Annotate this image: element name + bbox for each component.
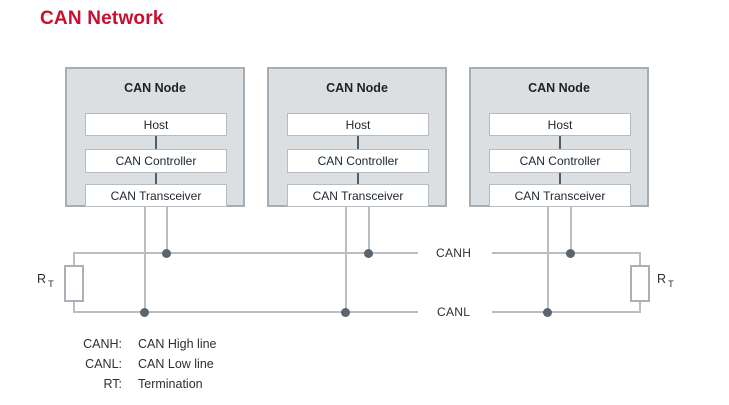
can-node-2-transceiver-box: CAN Transceiver bbox=[287, 184, 429, 207]
left-rt-subscript: T bbox=[48, 279, 54, 290]
can-node-3-host-controller-link bbox=[559, 136, 561, 149]
can-node-3-title: CAN Node bbox=[528, 81, 590, 95]
can-node-3-transceiver-box: CAN Transceiver bbox=[489, 184, 631, 207]
can-node-1: CAN Node Host CAN Controller CAN Transce… bbox=[65, 67, 245, 207]
node-1-canl-junction-dot bbox=[140, 308, 149, 317]
page-title: CAN Network bbox=[40, 8, 164, 29]
can-node-1-title: CAN Node bbox=[124, 81, 186, 95]
can-node-1-transceiver-box: CAN Transceiver bbox=[85, 184, 227, 207]
node-3-canl-drop-line bbox=[547, 206, 549, 313]
can-node-3-controller-box: CAN Controller bbox=[489, 149, 631, 173]
node-3-canh-junction-dot bbox=[566, 249, 575, 258]
can-node-3-controller-transceiver-link bbox=[559, 173, 561, 184]
node-1-canh-junction-dot bbox=[162, 249, 171, 258]
canh-bus-line-left bbox=[74, 252, 418, 254]
node-2-canl-junction-dot bbox=[341, 308, 350, 317]
can-node-1-host-controller-link bbox=[155, 136, 157, 149]
can-node-2-controller-box: CAN Controller bbox=[287, 149, 429, 173]
node-1-canl-drop-line bbox=[144, 206, 146, 313]
can-node-2-title: CAN Node bbox=[326, 81, 388, 95]
node-2-canh-junction-dot bbox=[364, 249, 373, 258]
node-2-canh-drop-line bbox=[368, 206, 370, 253]
can-node-1-controller-box: CAN Controller bbox=[85, 149, 227, 173]
legend-term-canl: CANL: bbox=[85, 357, 122, 371]
legend-definition-canh: CAN High line bbox=[138, 337, 217, 351]
node-2-canl-drop-line bbox=[345, 206, 347, 313]
legend-definition-canl: CAN Low line bbox=[138, 357, 214, 371]
canl-bus-line-right bbox=[492, 311, 641, 313]
legend-definition-rt: Termination bbox=[138, 377, 203, 391]
legend: CANH: CAN High line CANL: CAN Low line R… bbox=[58, 334, 217, 394]
canh-bus-label: CANH bbox=[436, 246, 472, 260]
can-node-2-controller-transceiver-link bbox=[357, 173, 359, 184]
node-3-canl-junction-dot bbox=[543, 308, 552, 317]
legend-term-canh: CANH: bbox=[83, 337, 122, 351]
right-termination-resistor bbox=[630, 265, 650, 302]
can-node-3-host-box: Host bbox=[489, 113, 631, 136]
node-1-canh-drop-line bbox=[166, 206, 168, 253]
canl-bus-line-left bbox=[74, 311, 418, 313]
node-3-canh-drop-line bbox=[570, 206, 572, 253]
left-rt-symbol: R bbox=[37, 272, 47, 286]
legend-term-rt: RT: bbox=[103, 377, 122, 391]
can-node-3: CAN Node Host CAN Controller CAN Transce… bbox=[469, 67, 649, 207]
can-node-1-host-box: Host bbox=[85, 113, 227, 136]
canl-bus-label: CANL bbox=[437, 305, 471, 319]
right-rt-subscript: T bbox=[668, 279, 674, 290]
can-node-2-host-controller-link bbox=[357, 136, 359, 149]
right-rt-symbol: R bbox=[657, 272, 667, 286]
can-node-2-host-box: Host bbox=[287, 113, 429, 136]
can-node-2: CAN Node Host CAN Controller CAN Transce… bbox=[267, 67, 447, 207]
can-node-1-controller-transceiver-link bbox=[155, 173, 157, 184]
left-termination-resistor bbox=[64, 265, 84, 302]
